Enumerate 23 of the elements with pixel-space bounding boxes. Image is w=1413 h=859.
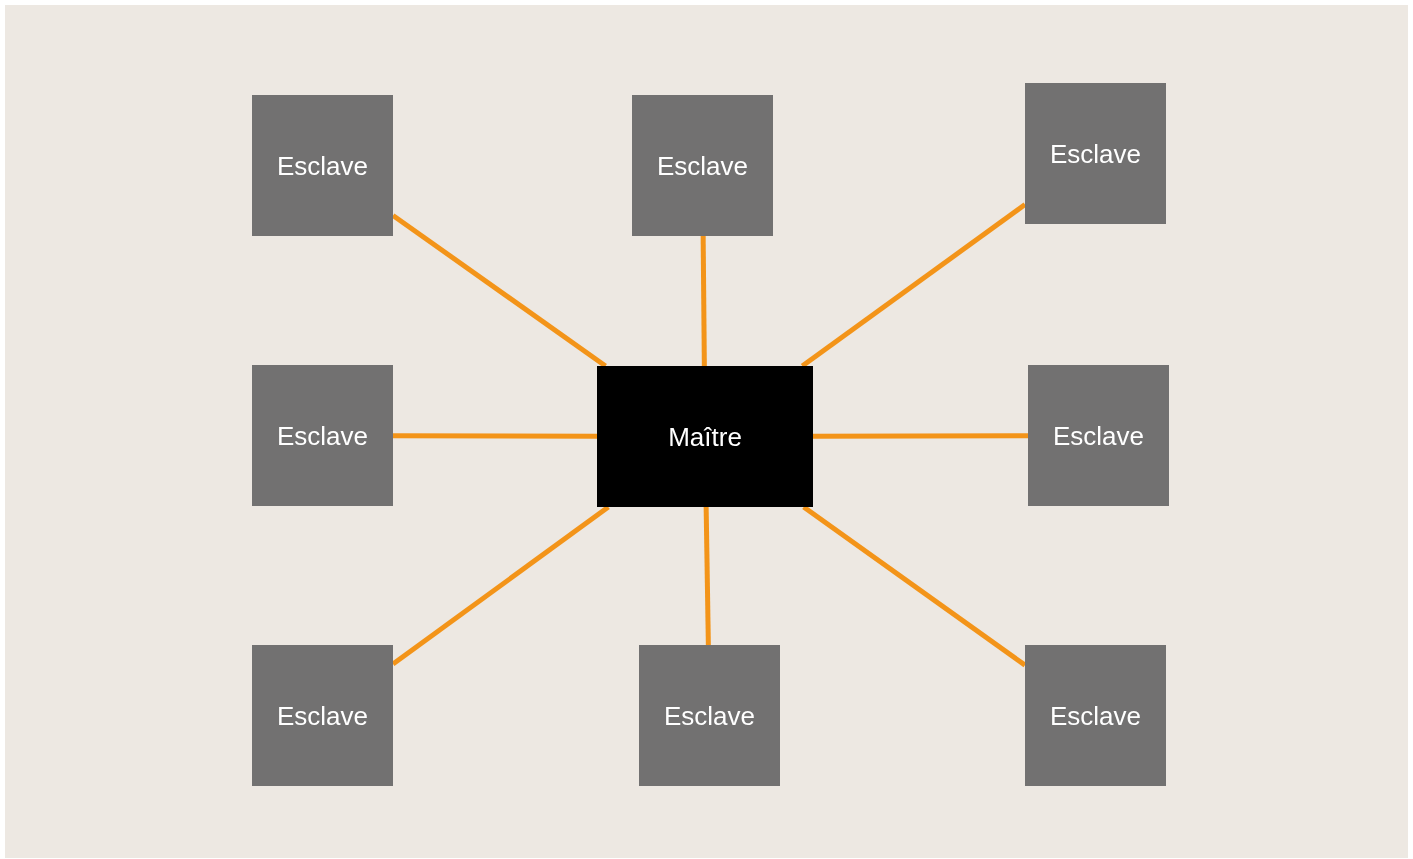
node-label: Esclave [1052,422,1144,449]
node-label: Esclave [1049,702,1141,729]
connector-line [813,433,1028,439]
slave-box [1025,645,1166,786]
connector-line [700,235,707,367]
slave-box [252,365,393,506]
slave-box [1025,83,1166,224]
node-label: Esclave [276,702,368,729]
node-label: Maître [668,423,742,450]
slave-box [632,95,773,236]
slave-box [252,645,393,786]
node-label: Esclave [1049,140,1141,167]
connector-line [703,506,711,646]
slave-box [639,645,780,786]
connector-line [393,433,597,439]
slave-box [1028,365,1169,506]
master-box [597,366,813,507]
node-label: Esclave [656,152,748,179]
node-label: Esclave [276,152,368,179]
node-label: Esclave [663,702,755,729]
node-label: Esclave [276,422,368,449]
slave-box [252,95,393,236]
connector-line [800,202,1027,369]
